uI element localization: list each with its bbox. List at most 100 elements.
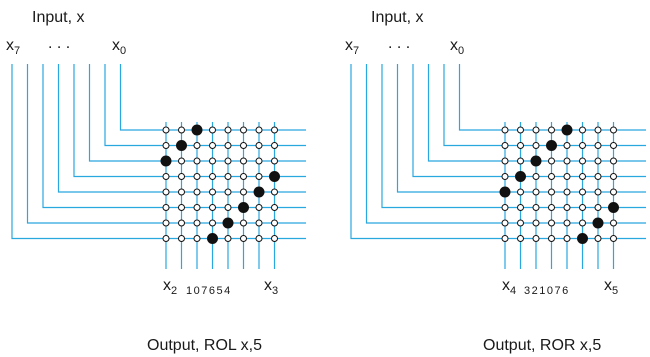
- open-switch-node: [178, 219, 185, 227]
- rol-output-lsb-label: x2: [163, 277, 177, 297]
- open-switch-node: [193, 173, 201, 180]
- rol-output-bit-order: 107654: [186, 285, 232, 297]
- open-switch-node: [255, 142, 263, 149]
- rol-input-msb-label: x7: [6, 37, 20, 57]
- open-switch-node: [563, 173, 571, 180]
- open-switch-node: [579, 188, 586, 196]
- open-switch-node: [563, 157, 571, 165]
- rol-input-wire: [11, 64, 306, 240]
- open-switch-node: [563, 219, 571, 227]
- open-switch-node: [162, 204, 170, 211]
- open-switch-node: [178, 235, 185, 242]
- closed-switch-node: [238, 202, 249, 213]
- rol-input-lsb-label: x0: [112, 37, 126, 57]
- open-switch-node: [610, 188, 617, 196]
- open-switch-node: [209, 219, 216, 227]
- rol-input-wires: [11, 64, 306, 240]
- closed-switch-node: [561, 124, 573, 136]
- open-switch-node: [563, 188, 571, 196]
- open-switch-node: [594, 188, 602, 196]
- open-switch-node: [517, 219, 524, 227]
- ror-input-title: Input, x: [371, 9, 423, 26]
- open-switch-node: [610, 157, 617, 165]
- closed-switch-node: [253, 186, 265, 198]
- closed-switch-node: [577, 233, 588, 244]
- open-switch-node: [271, 188, 278, 196]
- ror-input-ellipsis: . . .: [388, 35, 410, 52]
- open-switch-node: [209, 188, 216, 196]
- ror-input-wire: [396, 64, 646, 193]
- closed-switch-node: [499, 186, 511, 198]
- open-switch-node: [193, 204, 201, 211]
- open-switch-node: [548, 235, 555, 242]
- open-switch-node: [178, 173, 185, 180]
- rol-input-ellipsis: . . .: [48, 35, 70, 52]
- closed-switch-node: [515, 171, 526, 182]
- open-switch-node: [240, 235, 247, 242]
- open-switch-node: [240, 219, 247, 227]
- open-switch-node: [517, 142, 524, 149]
- ror-input-wire: [381, 64, 646, 209]
- open-switch-node: [579, 204, 586, 211]
- rol-input-wire: [73, 64, 306, 178]
- rol-input-wire: [57, 64, 306, 193]
- rol-output-msb-label: x3: [264, 277, 278, 297]
- open-switch-node: [162, 188, 170, 196]
- open-switch-node: [610, 219, 617, 227]
- ror-input-wire: [350, 64, 646, 240]
- open-switch-node: [178, 188, 185, 196]
- open-switch-node: [240, 126, 247, 134]
- open-switch-node: [224, 204, 232, 211]
- open-switch-node: [501, 142, 509, 149]
- open-switch-node: [193, 142, 201, 149]
- open-switch-node: [517, 204, 524, 211]
- open-switch-node: [271, 204, 278, 211]
- closed-switch-node: [176, 140, 187, 151]
- rol-input-title: Input, x: [32, 9, 84, 26]
- rol-input-wire: [104, 64, 306, 147]
- open-switch-node: [501, 157, 509, 165]
- open-switch-node: [193, 235, 201, 242]
- ror-input-wires: [350, 64, 646, 240]
- open-switch-node: [162, 219, 170, 227]
- open-switch-node: [240, 188, 247, 196]
- open-switch-node: [178, 204, 185, 211]
- open-switch-node: [594, 204, 602, 211]
- ror-input-wire: [427, 64, 646, 162]
- open-switch-node: [271, 235, 278, 242]
- open-switch-node: [209, 173, 216, 180]
- open-switch-node: [209, 126, 216, 134]
- closed-switch-node: [530, 155, 542, 167]
- open-switch-node: [594, 157, 602, 165]
- open-switch-node: [193, 188, 201, 196]
- open-switch-node: [271, 126, 278, 134]
- open-switch-node: [548, 188, 555, 196]
- open-switch-node: [255, 173, 263, 180]
- rol-switch-matrix: [160, 122, 280, 269]
- ror-input-msb-label: x7: [345, 37, 359, 57]
- open-switch-node: [517, 188, 524, 196]
- open-switch-node: [594, 126, 602, 134]
- ror-output-bit-order: 321076: [524, 285, 570, 297]
- open-switch-node: [548, 219, 555, 227]
- open-switch-node: [255, 157, 263, 165]
- open-switch-node: [517, 157, 524, 165]
- closed-switch-node: [222, 217, 234, 229]
- open-switch-node: [579, 126, 586, 134]
- open-switch-node: [594, 235, 602, 242]
- open-switch-node: [579, 157, 586, 165]
- closed-switch-node: [207, 233, 218, 244]
- ror-output-lsb-label: x4: [502, 277, 516, 297]
- open-switch-node: [240, 157, 247, 165]
- open-switch-node: [224, 235, 232, 242]
- open-switch-node: [501, 235, 509, 242]
- open-switch-node: [193, 219, 201, 227]
- open-switch-node: [209, 204, 216, 211]
- open-switch-node: [224, 142, 232, 149]
- open-switch-node: [579, 173, 586, 180]
- rol-panel: Input, x x7 . . . x0 x2 107654 x3 Output…: [6, 9, 306, 354]
- open-switch-node: [532, 219, 540, 227]
- ror-panel: Input, x x7 . . . x0 x4 321076 x5 Output…: [345, 9, 646, 354]
- open-switch-node: [594, 173, 602, 180]
- open-switch-node: [548, 204, 555, 211]
